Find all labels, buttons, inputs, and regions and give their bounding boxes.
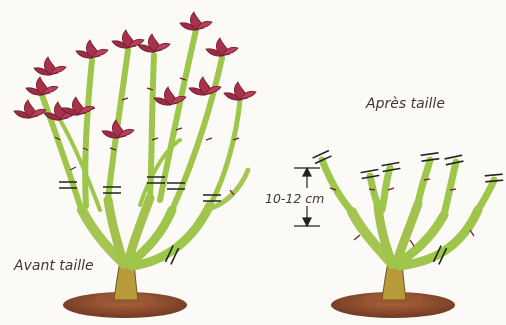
stub-3 bbox=[382, 168, 390, 210]
cane-6 bbox=[172, 58, 222, 210]
label-before-pruning: Avant taille bbox=[14, 258, 94, 274]
stub-4 bbox=[418, 160, 430, 204]
cane-5 bbox=[160, 30, 196, 200]
stub-5 bbox=[444, 162, 456, 215]
stub-6 bbox=[478, 180, 494, 210]
stub-1 bbox=[322, 160, 352, 212]
label-cut-height: 10-12 cm bbox=[265, 191, 324, 206]
label-after-pruning: Après taille bbox=[366, 96, 445, 112]
rose-after-pruning bbox=[313, 150, 504, 318]
stub-2 bbox=[370, 176, 378, 206]
